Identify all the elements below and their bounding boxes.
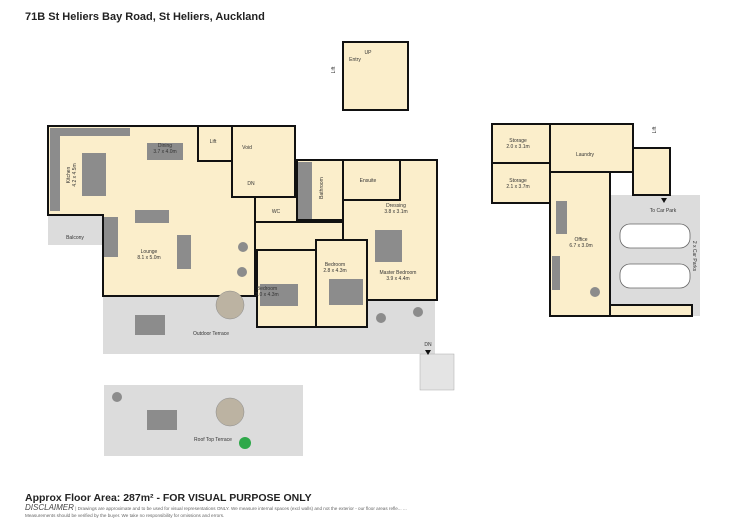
room-size: 3.7 x 4.0m	[153, 149, 177, 155]
storage-2	[491, 162, 551, 204]
spiral-stair-outdoor	[215, 290, 245, 320]
spiral-stair-roof	[215, 397, 245, 427]
bed-2	[329, 279, 363, 305]
disclaimer-label: DISCLAIMER	[25, 503, 74, 512]
terrace-steps	[419, 353, 455, 391]
chair	[376, 313, 386, 323]
room-size: 2.8 x 4.3m	[323, 268, 347, 274]
room-size: 3.9 x 4.4m	[386, 276, 410, 282]
room-name: Master Bedroom	[379, 270, 417, 276]
chair	[590, 287, 600, 297]
ensuite	[342, 159, 401, 201]
room-size: 6.7 x 3.0m	[569, 243, 593, 249]
car-parks-label: 2 x Car Parks	[691, 240, 697, 272]
room-name: Storage	[509, 138, 527, 144]
kitchen-counter	[50, 128, 130, 136]
sofa-2	[177, 235, 191, 269]
chair	[112, 392, 122, 402]
room-label-bathroom: Bathroom	[319, 177, 325, 199]
lift-label-main: Lift	[209, 139, 217, 145]
stairs-down-label: DN	[247, 181, 255, 187]
balcony	[48, 215, 103, 245]
room-label-outdoor-terrace: Outdoor Terrace	[192, 331, 230, 337]
room-label-void: Void	[242, 145, 252, 151]
rooms	[47, 41, 693, 328]
floor-area-heading: Approx Floor Area: 287m² - FOR VISUAL PU…	[25, 492, 312, 504]
chair	[237, 267, 247, 277]
top-entry	[342, 41, 409, 111]
laundry	[549, 123, 634, 173]
dining-table	[147, 143, 183, 160]
car-park	[610, 195, 700, 316]
cars	[619, 223, 691, 289]
void-stairs	[231, 125, 296, 198]
room-label-roof-terrace: Roof Top Terrace	[194, 437, 232, 443]
room-size: 4.2 x 4.5m	[72, 163, 78, 187]
master-bed	[375, 230, 402, 262]
room-name: Bedroom	[324, 262, 346, 268]
tv-unit	[104, 217, 118, 257]
terrace-down-label: DN	[424, 342, 432, 348]
bed-1	[260, 284, 298, 306]
sofa	[135, 210, 169, 223]
room-name: Dining	[157, 143, 173, 149]
to-car-park-label: To Car Park	[649, 208, 677, 214]
room-name: Dressing	[386, 203, 406, 209]
room-size: 3.8 x 3.1m	[384, 209, 408, 215]
car-icon	[619, 223, 691, 249]
roof-table	[147, 410, 177, 430]
disclaimer-line-2: Measurements should be verified by the b…	[25, 513, 225, 518]
arrow-down-icon	[661, 198, 667, 203]
room-size: 8.1 x 5.0m	[137, 255, 161, 261]
stairs-up-label: UP	[364, 50, 372, 56]
lift-label-top: Lift	[331, 66, 337, 74]
room-label-entry: Entry	[349, 57, 361, 63]
office-sofa	[556, 201, 567, 234]
furniture	[50, 128, 600, 430]
car-icon	[619, 263, 691, 289]
bath	[298, 162, 312, 219]
lift-label-right: Lift	[652, 126, 658, 134]
chair	[413, 307, 423, 317]
room-name: Bedroom	[256, 286, 278, 292]
roof-top-terrace	[104, 385, 303, 456]
office-desk	[552, 256, 560, 290]
room-name: Storage	[509, 178, 527, 184]
car-park-wall	[609, 304, 693, 317]
plant-icon	[239, 437, 251, 449]
lift-hall	[632, 147, 671, 196]
kitchen-island	[82, 153, 106, 196]
arrows	[425, 198, 667, 355]
room-size: 2.0 x 3.1m	[506, 144, 530, 150]
spiral-stairs	[215, 290, 245, 427]
room-name: Office	[574, 237, 588, 243]
room-label-wc: WC	[271, 209, 281, 215]
room-name: Lounge	[140, 249, 158, 255]
lift-main	[197, 125, 233, 162]
disclaimer-line-1: | Drawings are approximate and to be use…	[75, 506, 407, 511]
room-size: 2.1 x 3.7m	[506, 184, 530, 190]
room-size: 3.0 x 4.3m	[255, 292, 279, 298]
chair	[238, 242, 248, 252]
arrow-down-icon	[425, 350, 431, 355]
room-label-balcony: Balcony	[66, 235, 84, 241]
property-address: 71B St Heliers Bay Road, St Heliers, Auc…	[25, 11, 265, 23]
disclaimer: DISCLAIMER | Drawings are approximate an…	[25, 504, 407, 519]
outdoor-table	[135, 315, 165, 335]
kitchen-bench	[50, 136, 60, 211]
room-label-ensuite: Ensuite	[359, 178, 377, 184]
room-label-laundry: Laundry	[575, 152, 595, 158]
